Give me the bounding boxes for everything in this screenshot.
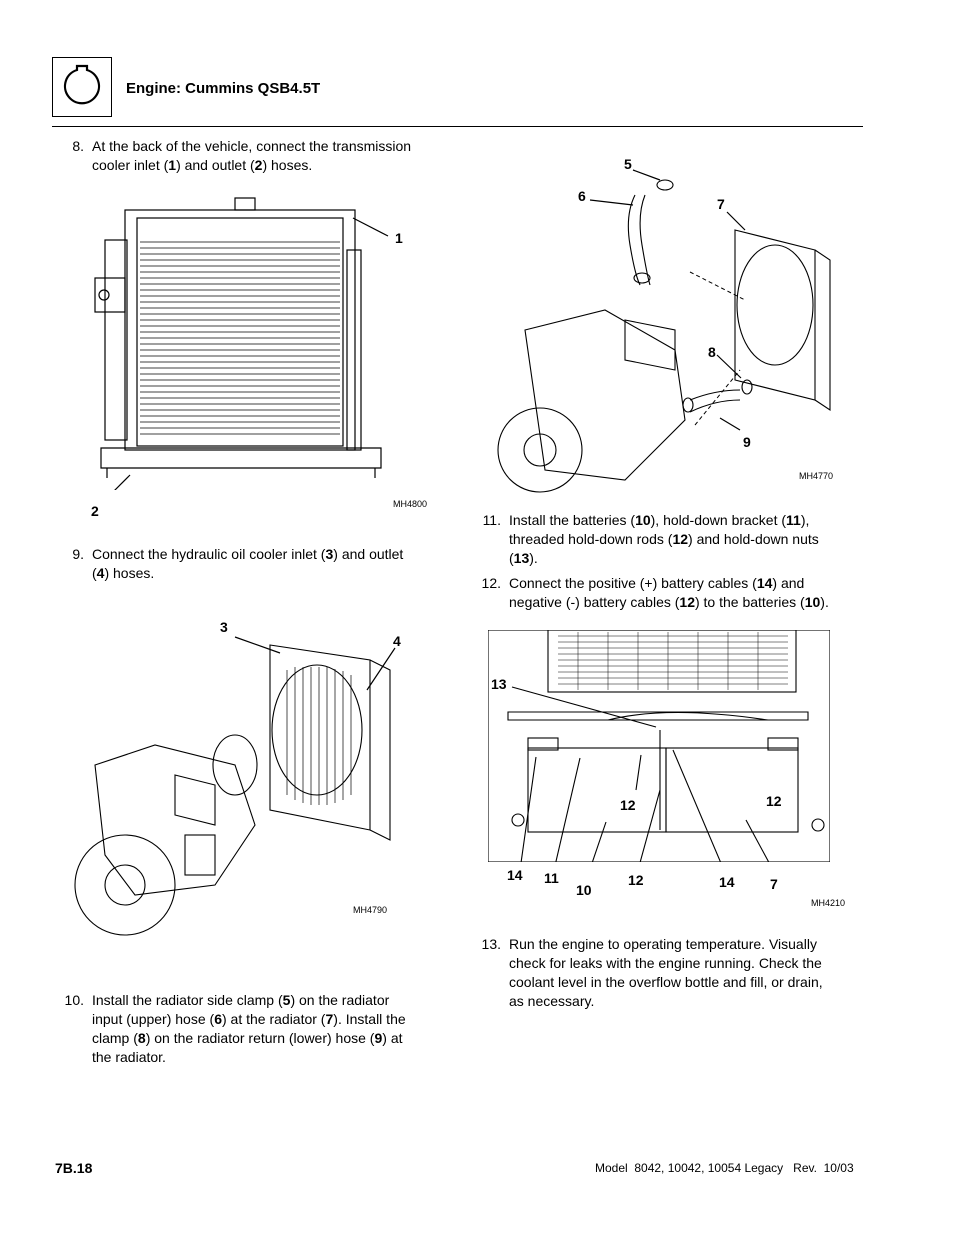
engine-icon [52, 57, 112, 117]
callout-8: 8 [708, 344, 716, 360]
header-divider [52, 126, 863, 127]
callout-13: 13 [491, 676, 507, 692]
figure-id: MH4770 [799, 471, 834, 481]
step-text: clamp (8) on the radiator return (lower)… [92, 1030, 403, 1046]
figure-radiator-front: 1 MH4800 [85, 190, 427, 509]
step-8: 8. At the back of the vehicle, connect t… [60, 137, 450, 177]
step-text: the radiator. [92, 1049, 166, 1065]
callout-6: 6 [578, 188, 586, 204]
step-text: (13). [509, 550, 538, 566]
callout-1: 1 [395, 230, 403, 246]
step-text: coolant level in the overflow bottle and… [509, 974, 823, 990]
step-text: threaded hold-down rods (12) and hold-do… [509, 531, 819, 547]
step-number: 13. [481, 936, 501, 952]
step-10: 10. Install the radiator side clamp (5) … [60, 991, 450, 1071]
step-number: 10. [64, 992, 84, 1008]
step-text: Install the batteries (10), hold-down br… [509, 512, 810, 528]
step-text: negative (-) battery cables (12) to the … [509, 594, 829, 610]
step-text: cooler inlet (1) and outlet (2) hoses. [92, 157, 313, 173]
step-number: 9. [72, 546, 84, 562]
step-text: check for leaks with the engine running.… [509, 955, 822, 971]
callout-9: 9 [743, 434, 751, 450]
callout-2: 2 [91, 503, 99, 519]
figure-id: MH4210 [811, 898, 846, 908]
callout-7: 7 [770, 876, 778, 892]
callout-14: 14 [719, 874, 735, 890]
step-13: 13. Run the engine to operating temperat… [477, 935, 867, 1015]
step-number: 12. [481, 575, 501, 591]
figure-engine-radiator-hydraulic: 3 4 MH4790 [55, 615, 415, 955]
step-text: as necessary. [509, 993, 595, 1009]
callout-12: 12 [620, 797, 636, 813]
figure-id: MH4800 [393, 499, 428, 509]
footer-model-rev: Model 8042, 10042, 10054 Legacy Rev. 10/… [595, 1161, 854, 1175]
figure-radiator-hoses: 5 6 7 8 9 MH4770 [495, 150, 845, 495]
figure-batteries: 13 12 12 MH4210 [488, 630, 845, 908]
step-text: Install the radiator side clamp (5) on t… [92, 992, 390, 1008]
callout-3: 3 [220, 619, 228, 635]
step-text: (4) hoses. [92, 565, 155, 581]
callout-12: 12 [766, 793, 782, 809]
callout-7: 7 [717, 196, 725, 212]
step-9: 9. Connect the hydraulic oil cooler inle… [60, 545, 450, 585]
step-text: Run the engine to operating temperature.… [509, 936, 817, 952]
step-text: At the back of the vehicle, connect the … [92, 138, 412, 154]
step-number: 8. [72, 138, 84, 154]
callout-14: 14 [507, 867, 523, 883]
step-11: 11. Install the batteries (10), hold-dow… [477, 511, 867, 571]
callout-5: 5 [624, 156, 632, 172]
step-number: 11. [482, 512, 501, 528]
callout-12: 12 [628, 872, 644, 888]
callout-10: 10 [576, 882, 592, 898]
callout-11: 11 [544, 870, 559, 886]
page-title: Engine: Cummins QSB4.5T [126, 80, 321, 97]
step-text: input (upper) hose (6) at the radiator (… [92, 1011, 406, 1027]
figure-id: MH4790 [353, 905, 388, 915]
page-number: 7B.18 [55, 1160, 93, 1176]
step-12: 12. Connect the positive (+) battery cab… [477, 574, 867, 614]
callout-4: 4 [393, 633, 401, 649]
step-text: Connect the hydraulic oil cooler inlet (… [92, 546, 404, 562]
step-text: Connect the positive (+) battery cables … [509, 575, 805, 591]
